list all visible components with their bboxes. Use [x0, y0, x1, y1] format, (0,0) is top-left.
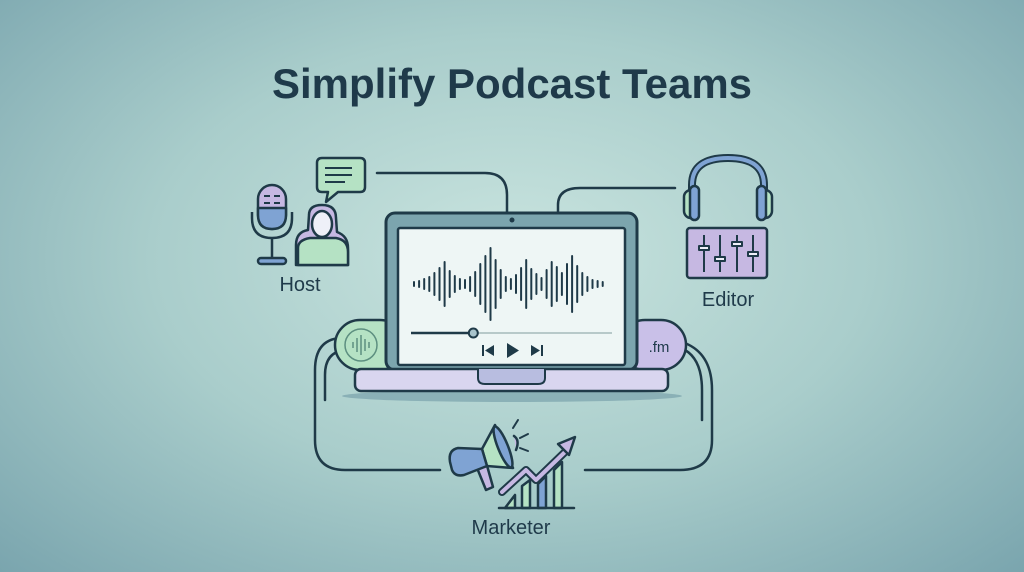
host-avatar-icon — [294, 203, 350, 267]
cable-right-outer — [583, 340, 714, 472]
cable-left-outer — [313, 336, 442, 472]
speech-bubble-icon — [315, 156, 367, 204]
laptop — [342, 211, 682, 402]
cable-editor — [556, 186, 677, 215]
marketer-group — [448, 419, 577, 510]
editor-label: Editor — [702, 289, 755, 311]
editor-group — [682, 154, 774, 280]
audio-waveform — [413, 247, 604, 321]
growth-chart-icon — [497, 435, 577, 510]
mixer-icon — [685, 226, 769, 280]
host-group — [250, 156, 367, 267]
cable-host — [375, 171, 509, 215]
marketer-label: Marketer — [472, 517, 551, 539]
connector-cables — [313, 171, 714, 472]
headphones-icon — [682, 154, 774, 222]
fm-label: .fm — [649, 339, 670, 356]
play-icon[interactable] — [507, 343, 519, 358]
laptop-screen — [396, 226, 627, 367]
audio-wave-icon — [344, 328, 378, 362]
megaphone-icon — [448, 419, 529, 492]
cable-right-inner — [683, 348, 704, 422]
microphone-icon — [250, 183, 294, 266]
webcam-icon — [509, 217, 515, 223]
next-track-icon[interactable] — [531, 345, 543, 356]
page-title: Simplify Podcast Teams — [272, 60, 752, 107]
progress-knob[interactable] — [467, 327, 479, 339]
previous-track-icon[interactable] — [482, 345, 494, 356]
host-label: Host — [279, 274, 321, 296]
